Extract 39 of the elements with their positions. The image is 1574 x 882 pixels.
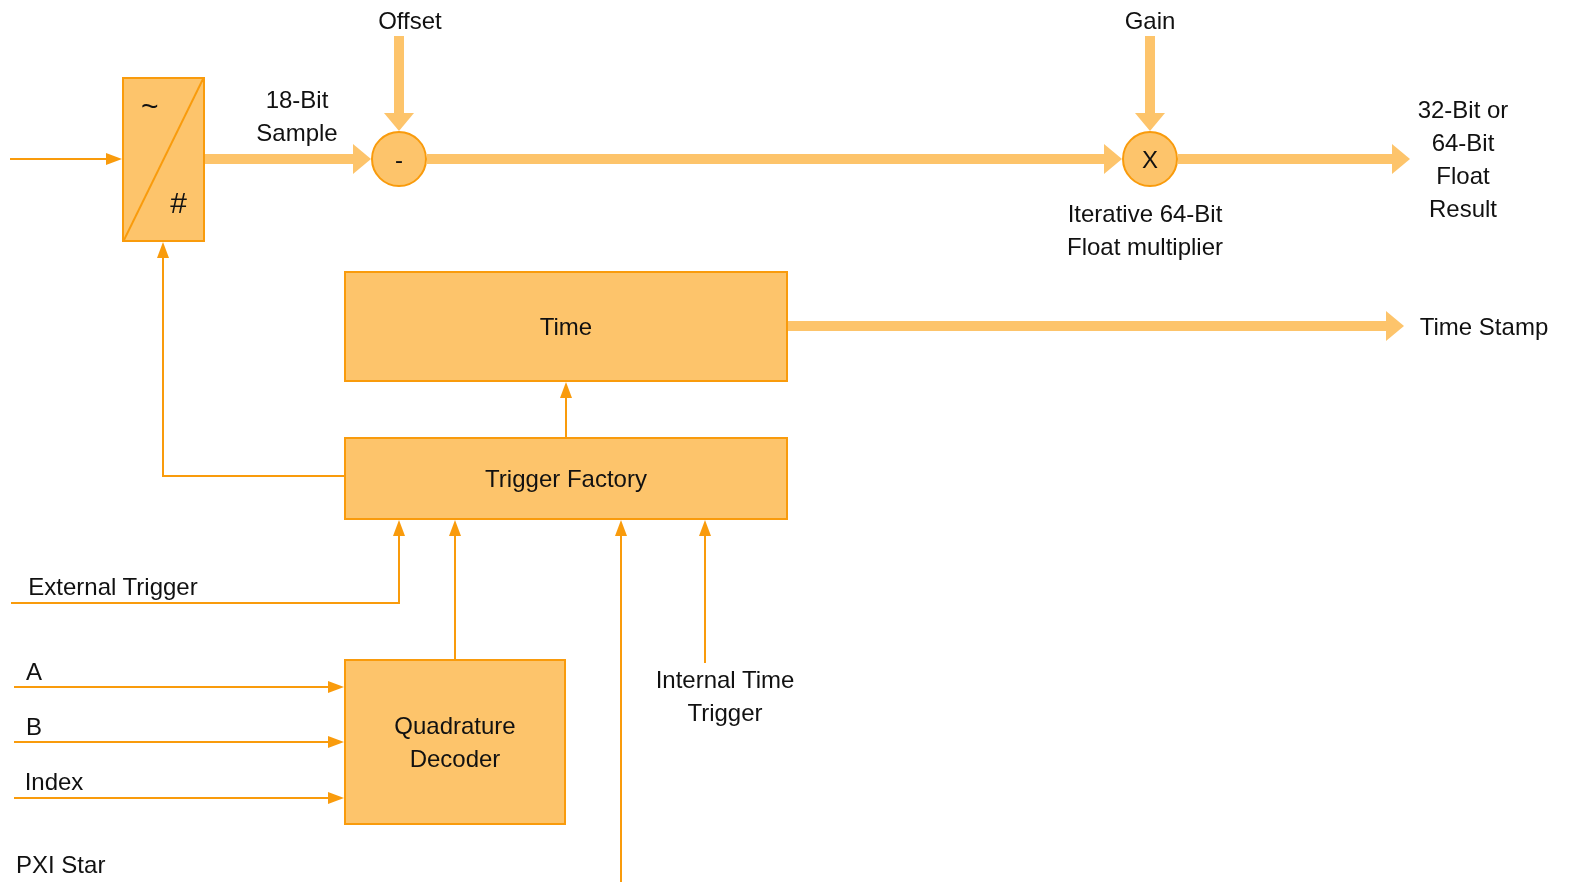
block-label: - [395, 144, 403, 175]
arrow [9, 153, 122, 165]
arrow [699, 520, 711, 664]
arrow [157, 242, 345, 477]
caption-text: Iterative 64-Bit Float multiplier [1065, 199, 1224, 262]
signal-label: Time Stamp [1419, 311, 1549, 342]
signal-label: PXI Star [16, 850, 106, 880]
arrow [13, 681, 344, 693]
arrow [13, 792, 344, 804]
block-label: X [1142, 144, 1158, 175]
signal-label: A [26, 656, 42, 687]
converter-symbol: ~ [141, 91, 159, 121]
arrow [205, 144, 371, 174]
arrow [449, 520, 461, 660]
signal-label: Gain [1124, 5, 1176, 36]
arrow [427, 144, 1122, 174]
arrow [615, 520, 627, 882]
arrow [788, 311, 1404, 341]
converter-symbol: # [170, 188, 187, 218]
signal-label: B [26, 711, 42, 742]
block-label: Trigger Factory [485, 464, 647, 494]
arrow [13, 736, 344, 748]
signal-label: 32-Bit or 64-Bit Float Result [1416, 95, 1510, 224]
block-label: Quadrature Decoder [393, 711, 517, 774]
multiplier-circle [1122, 131, 1178, 187]
process-box [344, 659, 566, 825]
process-box [344, 271, 788, 382]
block-label: Time [539, 312, 593, 342]
arrow [1178, 144, 1410, 174]
signal-label: Index [24, 767, 84, 797]
process-box [344, 437, 788, 520]
signal-label: External Trigger [28, 572, 198, 602]
signal-label: Offset [378, 5, 442, 36]
arrow [384, 36, 414, 131]
arrow [1135, 36, 1165, 131]
arrow [10, 520, 405, 604]
signal-label: Internal Time Trigger [654, 665, 796, 728]
arrow [560, 382, 572, 438]
subtractor-circle [371, 131, 427, 187]
